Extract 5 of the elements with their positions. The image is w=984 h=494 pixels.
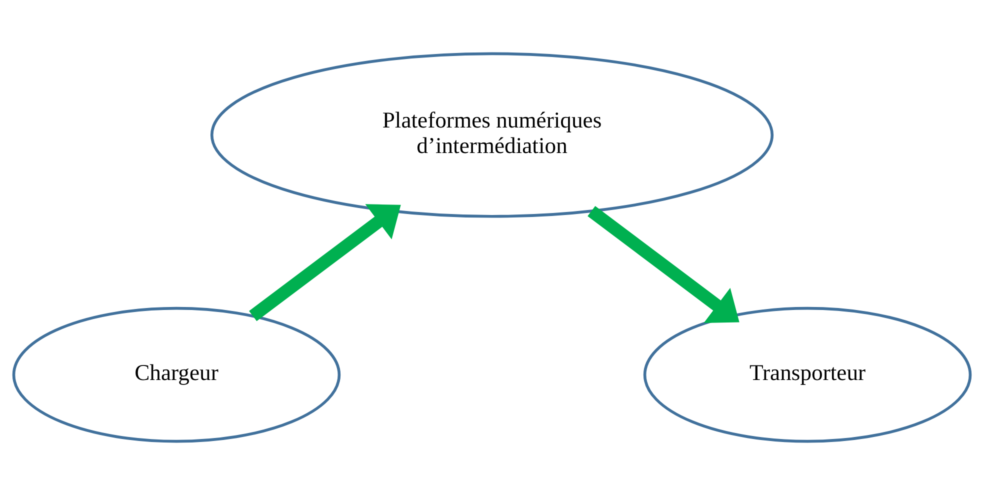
node-ellipse: Transporteur	[643, 306, 972, 442]
node-ellipse: Chargeur	[12, 306, 341, 442]
node-ellipse: Plateformes numériques d’intermédiation	[210, 52, 774, 218]
arrow	[249, 204, 401, 321]
arrow	[588, 206, 740, 323]
